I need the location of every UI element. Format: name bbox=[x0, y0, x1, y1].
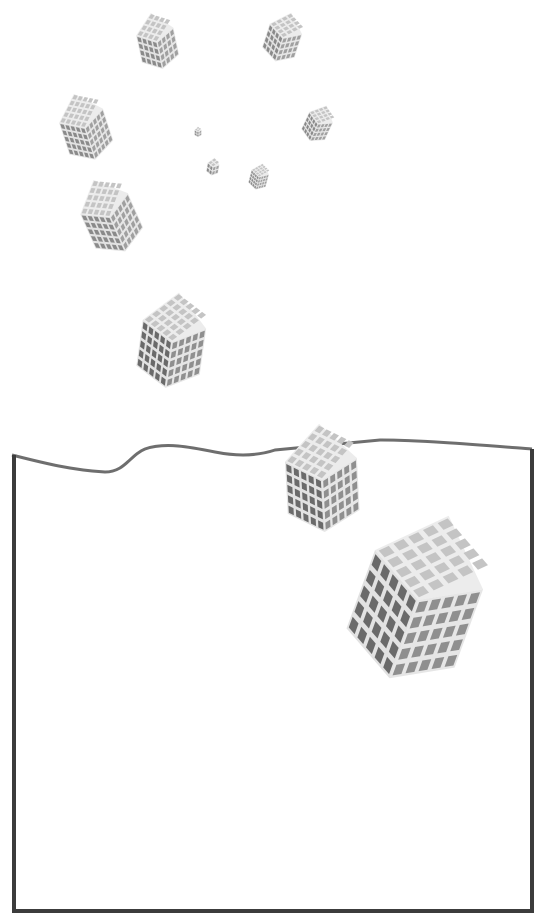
cubes-group bbox=[52, 8, 503, 698]
grid-cube-icon bbox=[134, 288, 211, 392]
grid-cube-icon bbox=[52, 87, 117, 167]
grid-cube-icon bbox=[206, 157, 221, 177]
grid-cube-icon bbox=[298, 100, 338, 146]
grid-cube-icon bbox=[335, 496, 502, 698]
grid-cube-icon bbox=[132, 9, 181, 73]
cube-top-tile bbox=[197, 311, 207, 319]
grid-cube-icon bbox=[70, 169, 149, 262]
container-group bbox=[12, 440, 534, 911]
grid-cube-icon bbox=[247, 161, 271, 192]
liquid-surface-line bbox=[12, 440, 532, 472]
grid-cube-icon bbox=[283, 422, 361, 534]
grid-cube-icon bbox=[259, 8, 307, 67]
grid-cube-icon bbox=[195, 127, 202, 138]
